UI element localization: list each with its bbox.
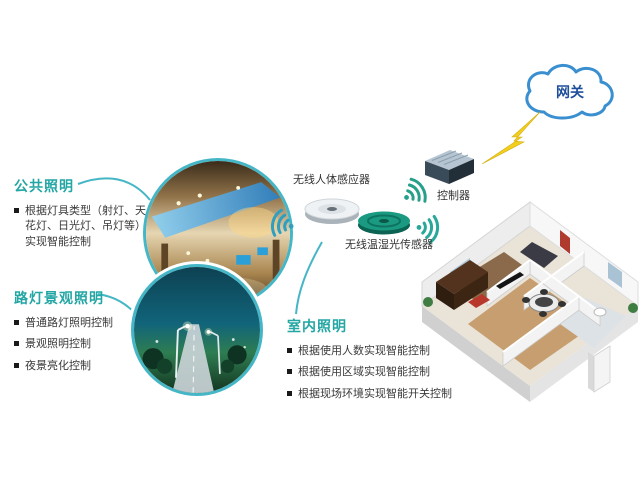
street-lighting-photo <box>131 264 263 396</box>
controller-label: 控制器 <box>437 190 470 202</box>
motion-sensor-icon <box>304 198 360 224</box>
list-item-text: 根据使用人数实现智能控制 <box>298 345 430 357</box>
list-item: 景观照明控制 <box>14 337 164 352</box>
section-indoor-lighting: 室内照明 根据使用人数实现智能控制 根据使用区域实现智能控制 根据现场环境实现智… <box>287 316 477 408</box>
section-title-indoor: 室内照明 <box>287 318 347 334</box>
list-item-text: 根据使用区域实现智能控制 <box>298 366 430 379</box>
list-item-text: 景观照明控制 <box>25 338 91 351</box>
list-item-text: 普通路灯照明控制 <box>25 317 113 329</box>
wifi-signal-icon <box>396 175 431 212</box>
bullet-icon <box>14 320 19 325</box>
motion-sensor-label: 无线人体感应器 <box>293 174 370 186</box>
section-title-street: 路灯景观照明 <box>14 290 104 306</box>
bullet-icon <box>14 362 19 368</box>
list-item: 普通路灯照明控制 <box>14 316 164 331</box>
lightning-bolt-icon <box>481 111 541 165</box>
list-item-text: 根据灯具类型（射灯、天花灯、日光灯、吊灯等）实现智能控制 <box>25 205 146 248</box>
climate-sensor-label: 无线温湿光传感器 <box>345 239 433 251</box>
list-item-text: 夜景亮化控制 <box>25 359 91 372</box>
list-item: 根据现场环境实现智能开关控制 <box>287 387 477 402</box>
section-title-public: 公共照明 <box>14 178 74 194</box>
list-item: 根据灯具类型（射灯、天花灯、日光灯、吊灯等）实现智能控制 <box>14 204 146 250</box>
bullet-icon <box>287 369 292 375</box>
bullet-icon <box>287 390 292 396</box>
gateway-label: 网关 <box>556 84 584 100</box>
list-item: 根据使用人数实现智能控制 <box>287 344 477 359</box>
bullet-icon <box>14 208 19 213</box>
bullet-icon <box>14 341 19 347</box>
indoor-house-model <box>412 200 640 440</box>
climate-sensor-icon <box>358 211 410 235</box>
cloud-icon <box>525 64 614 120</box>
section-public-lighting: 公共照明 根据灯具类型（射灯、天花灯、日光灯、吊灯等）实现智能控制 <box>14 176 146 256</box>
wifi-signal-icon <box>268 207 299 241</box>
list-item-text: 根据现场环境实现智能开关控制 <box>298 387 452 400</box>
section-street-lighting: 路灯景观照明 普通路灯照明控制 景观照明控制 夜景亮化控制 <box>14 288 164 380</box>
controller-device-icon <box>425 150 474 184</box>
list-item: 夜景亮化控制 <box>14 359 164 374</box>
list-item: 根据使用区域实现智能控制 <box>287 365 477 380</box>
street-night-graphic <box>134 267 260 393</box>
bullet-icon <box>287 348 292 353</box>
house-3d-graphic <box>421 201 639 402</box>
